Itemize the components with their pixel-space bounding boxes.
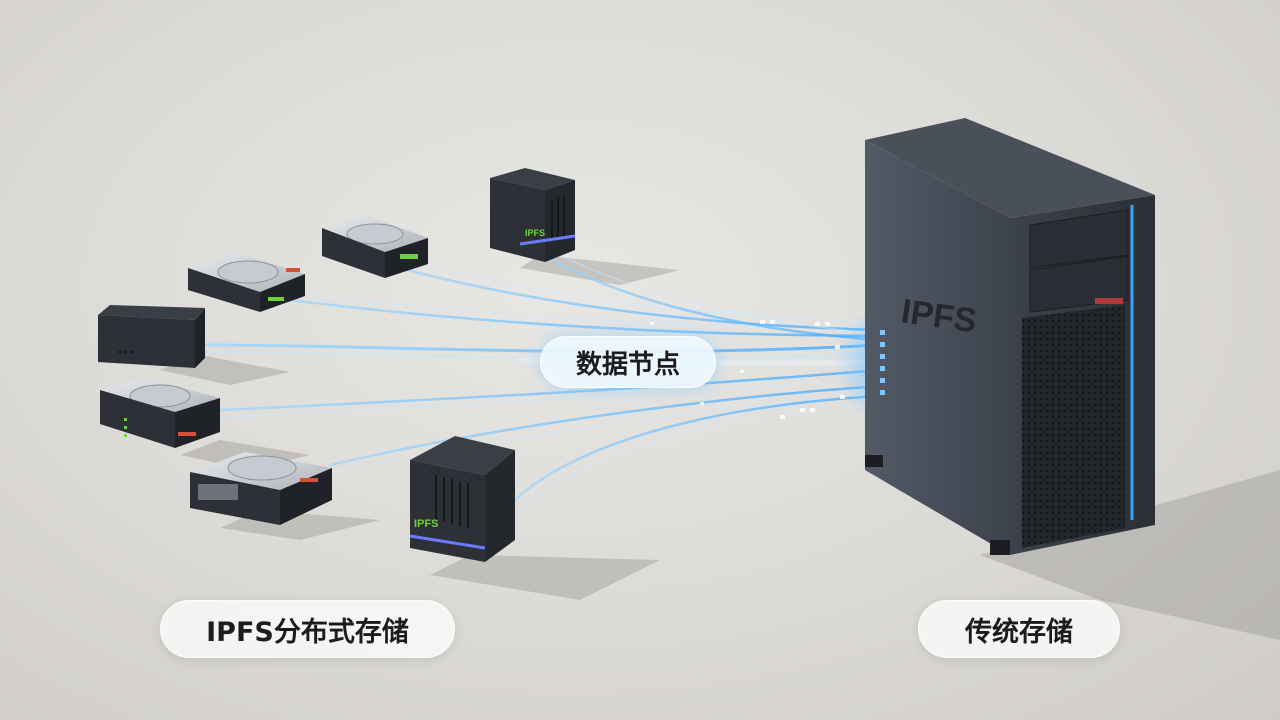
data-streams bbox=[203, 251, 883, 509]
hdd-node-3 bbox=[190, 452, 332, 525]
mini-pc-node-front: IPFS bbox=[409, 436, 515, 562]
traditional-storage-label: 传统存储 bbox=[918, 600, 1120, 658]
ipfs-distributed-storage-label: IPFS分布式存储 bbox=[160, 600, 455, 658]
hdd-node-1 bbox=[188, 252, 305, 312]
tower-server: IPFS bbox=[865, 118, 1155, 555]
data-nodes-label: 数据节点 bbox=[540, 336, 716, 388]
mini-pc-node-back: IPFS bbox=[490, 168, 576, 262]
hdd-node-back bbox=[322, 215, 428, 278]
node-back-logo: IPFS bbox=[525, 228, 545, 238]
node-front-logo: IPFS bbox=[414, 518, 438, 530]
hdd-node-2 bbox=[100, 378, 220, 448]
mini-box-node bbox=[98, 305, 205, 368]
